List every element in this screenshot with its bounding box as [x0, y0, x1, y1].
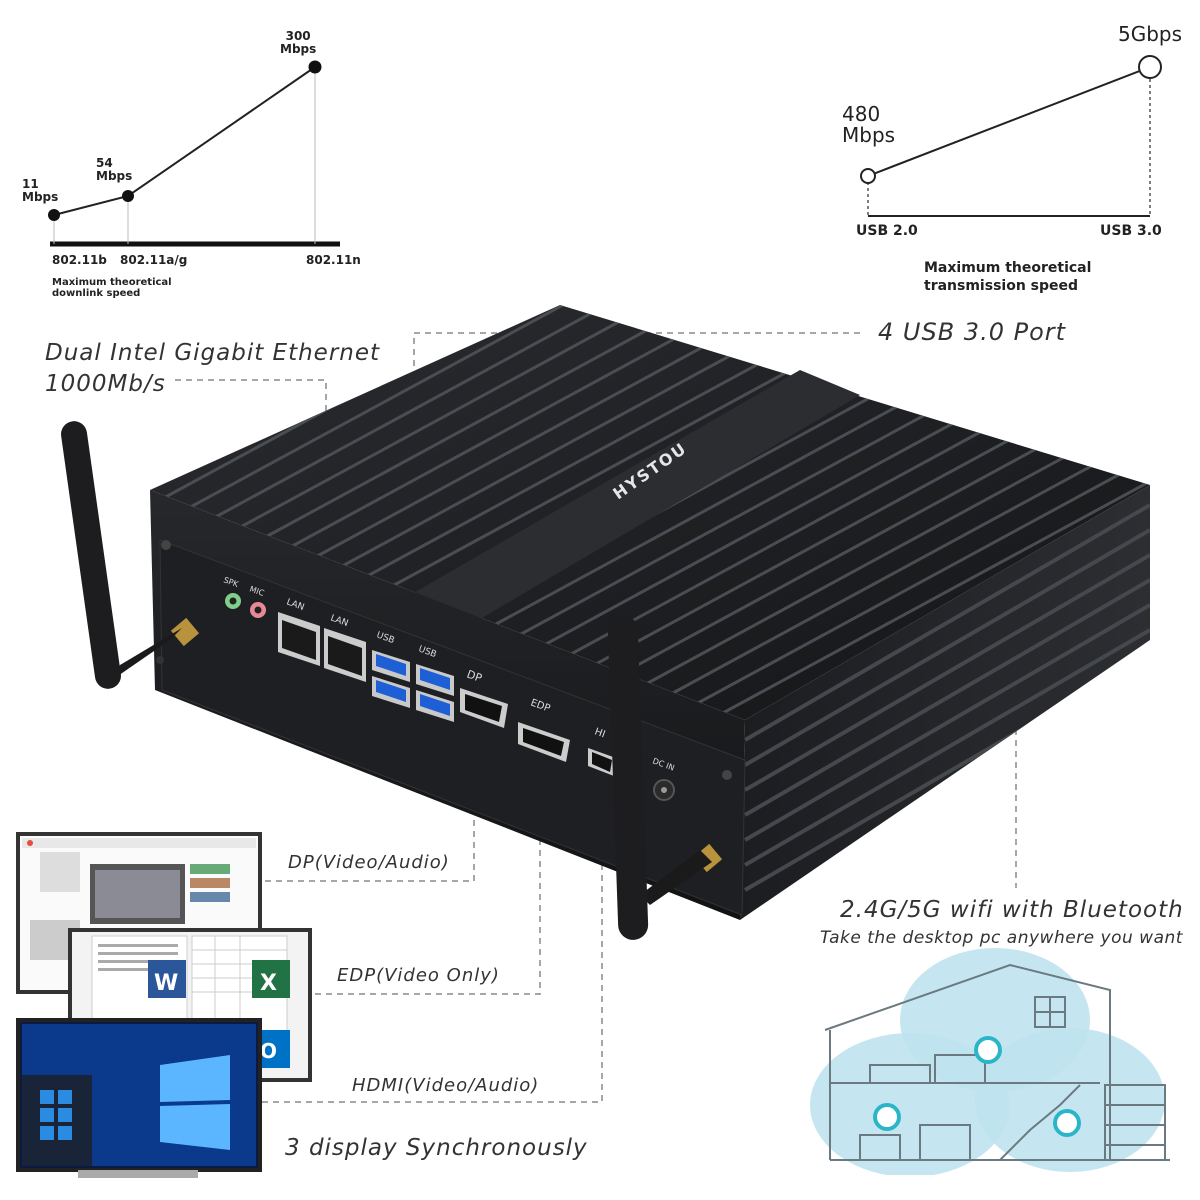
monitor-windows — [16, 1018, 262, 1178]
lan-port-2 — [324, 628, 366, 682]
wifi-chart-caption: Maximum theoretical downlink speed — [52, 277, 172, 299]
wifi-point-11n — [308, 60, 322, 74]
usb-chart-caption: Maximum theoretical transmission speed — [924, 260, 1092, 295]
antenna-right — [607, 615, 723, 940]
svg-text:W: W — [154, 971, 178, 996]
dp-callout: DP(Video/Audio) — [288, 852, 450, 873]
usb-point-20 — [860, 168, 876, 184]
svg-text:X: X — [260, 971, 277, 996]
edp-callout: EDP(Video Only) — [337, 965, 500, 986]
house-wifi-illustration — [810, 948, 1170, 1175]
router-2 — [873, 1103, 901, 1131]
svg-text:HI: HI — [593, 726, 607, 740]
router-3 — [1053, 1109, 1081, 1137]
usb-point-30 — [1138, 55, 1162, 79]
usb-speed-chart — [860, 55, 1162, 217]
usb-port-callout: 4 USB 3.0 Port — [878, 318, 1067, 346]
ethernet-callout: Dual Intel Gigabit Ethernet 1000Mb/s — [45, 340, 381, 398]
usb-value-30: 5Gbps — [1118, 22, 1183, 46]
lan-port-1 — [278, 612, 320, 666]
wifi-point-11b — [48, 209, 60, 221]
display-callout: 3 display Synchronously — [285, 1135, 588, 1161]
device-side — [740, 485, 1150, 920]
wifi-std-11n: 802.11n — [306, 253, 361, 267]
wifi-std-11b: 802.11b — [52, 253, 107, 267]
svg-text:O: O — [260, 1039, 277, 1063]
usb-std-20: USB 2.0 — [856, 223, 918, 239]
usb-std-30: USB 3.0 — [1100, 223, 1162, 239]
wifi-speed-chart — [48, 60, 340, 247]
monitors-illustration: W X O — [16, 832, 312, 1178]
wifi-std-11ag: 802.11a/g — [120, 253, 188, 267]
usb-ports — [372, 650, 454, 722]
hdmi-callout: HDMI(Video/Audio) — [352, 1075, 540, 1096]
wifi-point-11ag — [122, 190, 134, 202]
svg-text:DP: DP — [465, 668, 484, 686]
antenna-left — [61, 421, 200, 689]
usb-chart-line — [867, 66, 1151, 177]
wifi-callout-title: 2.4G/5G wifi with Bluetooth — [840, 897, 1184, 923]
router-1 — [974, 1036, 1002, 1064]
wifi-callout-sub: Take the desktop pc anywhere you want — [820, 928, 1183, 948]
